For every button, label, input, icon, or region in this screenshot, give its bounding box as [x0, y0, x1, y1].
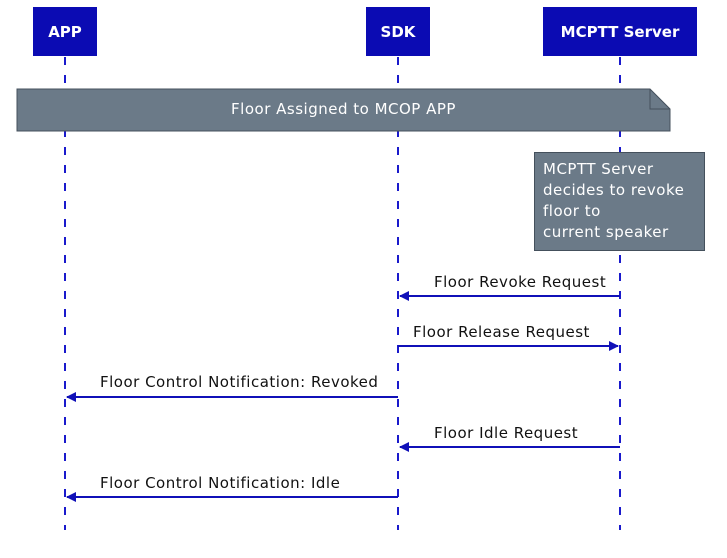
floor-assigned-note [16, 88, 671, 132]
message-label-floor-release-request: Floor Release Request [413, 323, 590, 341]
participant-sdk: SDK [366, 7, 430, 56]
note-fold-corner [649, 89, 670, 110]
message-label-floor-idle-request: Floor Idle Request [434, 424, 579, 442]
message-label-floor-control-revoked: Floor Control Notification: Revoked [100, 373, 379, 391]
server-decision-note-line-1: MCPTT Server [543, 160, 654, 178]
floor-assigned-note-text: Floor Assigned to MCOP APP [231, 100, 456, 118]
server-decision-note-line-2: decides to revoke [543, 181, 685, 199]
server-decision-note: MCPTT Server decides to revoke floor to … [534, 152, 705, 251]
server-decision-note-line-3: floor to [543, 202, 601, 220]
message-label-floor-revoke-request: Floor Revoke Request [434, 273, 607, 291]
message-label-floor-control-idle: Floor Control Notification: Idle [100, 474, 341, 492]
participant-mcptt-server: MCPTT Server [543, 7, 697, 56]
server-decision-note-line-4: current speaker [543, 223, 669, 241]
participant-app: APP [33, 7, 97, 56]
